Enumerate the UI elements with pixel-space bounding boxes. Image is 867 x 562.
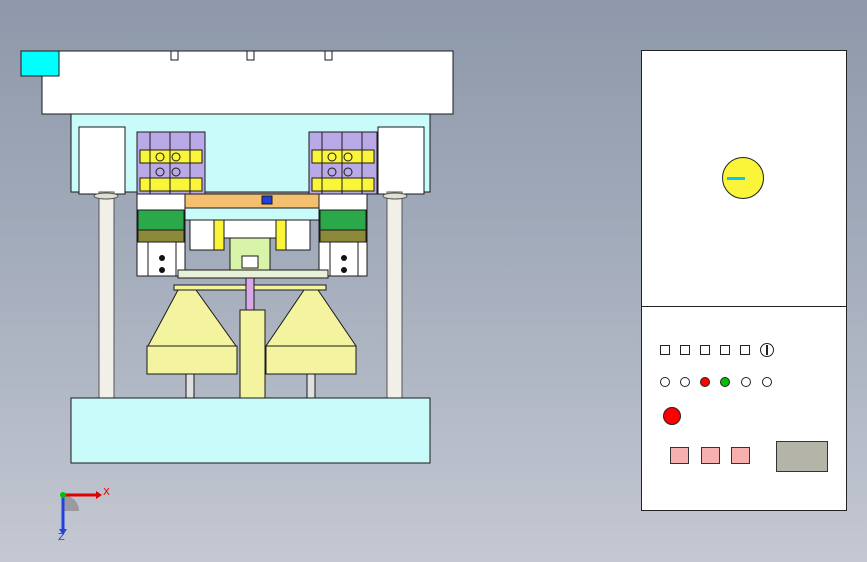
base-plate — [70, 397, 431, 464]
right-bearing-assembly — [308, 131, 378, 277]
lamp-red — [700, 377, 710, 387]
push-button-3[interactable] — [731, 447, 750, 464]
lamp-off-3 — [741, 377, 751, 387]
square-switch-4[interactable] — [720, 345, 730, 355]
right-hopper — [265, 289, 357, 399]
lamp-off-1 — [660, 377, 670, 387]
emergency-stop-button[interactable] — [663, 407, 681, 425]
square-switch-5[interactable] — [740, 345, 750, 355]
push-button-2[interactable] — [701, 447, 720, 464]
toggle-switch-icon[interactable] — [760, 343, 774, 357]
center-mechanism — [173, 193, 329, 311]
square-switch-3[interactable] — [700, 345, 710, 355]
lamp-green — [720, 377, 730, 387]
left-hopper — [146, 289, 238, 399]
corner-marker — [20, 50, 60, 77]
rotary-knob-icon[interactable] — [722, 157, 764, 199]
push-button-1[interactable] — [670, 447, 689, 464]
axis-z-label: Z — [58, 532, 65, 543]
axis-triad-icon — [59, 491, 102, 535]
top-crossbeam — [41, 50, 454, 115]
square-switch-1[interactable] — [660, 345, 670, 355]
lamp-off-2 — [680, 377, 690, 387]
axis-x-label: X — [103, 487, 110, 498]
square-switch-2[interactable] — [680, 345, 690, 355]
lamp-off-4 — [762, 377, 772, 387]
center-post — [239, 309, 266, 399]
status-display — [776, 441, 828, 472]
left-bearing-assembly — [136, 131, 206, 277]
